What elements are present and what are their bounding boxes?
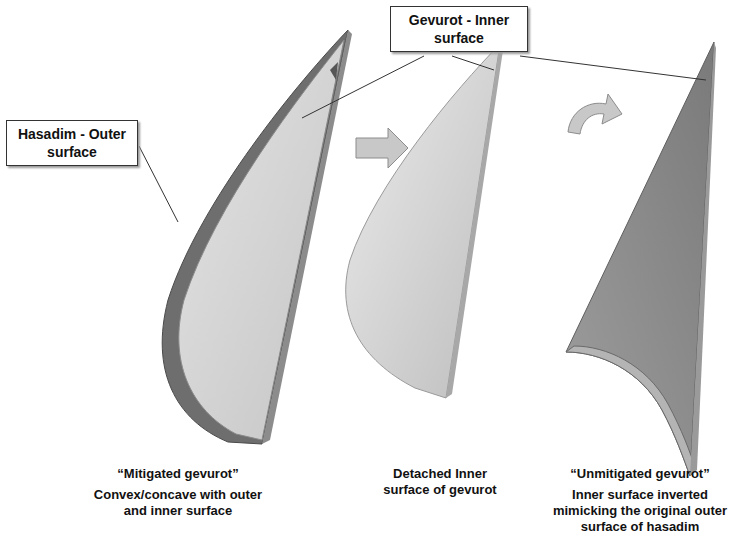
unmitigated-shape [566,42,716,476]
callout-text: Hasadim - Outer surface [15,125,129,161]
leader-lines [139,56,706,222]
caption-text: Convex/concave with outer and inner surf… [83,487,273,519]
caption-text: “Unmitigated gevurot” [540,466,740,482]
caption-text: Inner surface inverted mimicking the ori… [540,487,740,535]
callout-box: Hasadim - Outer surface [6,120,138,166]
callout-box: Gevurot - Inner surface [390,6,528,52]
transition-arrow [356,128,408,168]
detached-shape [346,44,503,398]
caption-text: “Mitigated gevurot” [78,466,278,482]
rotation-arrow [568,94,622,134]
callout-text: Gevurot - Inner surface [399,11,519,47]
caption-text: Detached Inner surface of gevurot [370,466,510,498]
mitigated-shape [162,30,352,444]
